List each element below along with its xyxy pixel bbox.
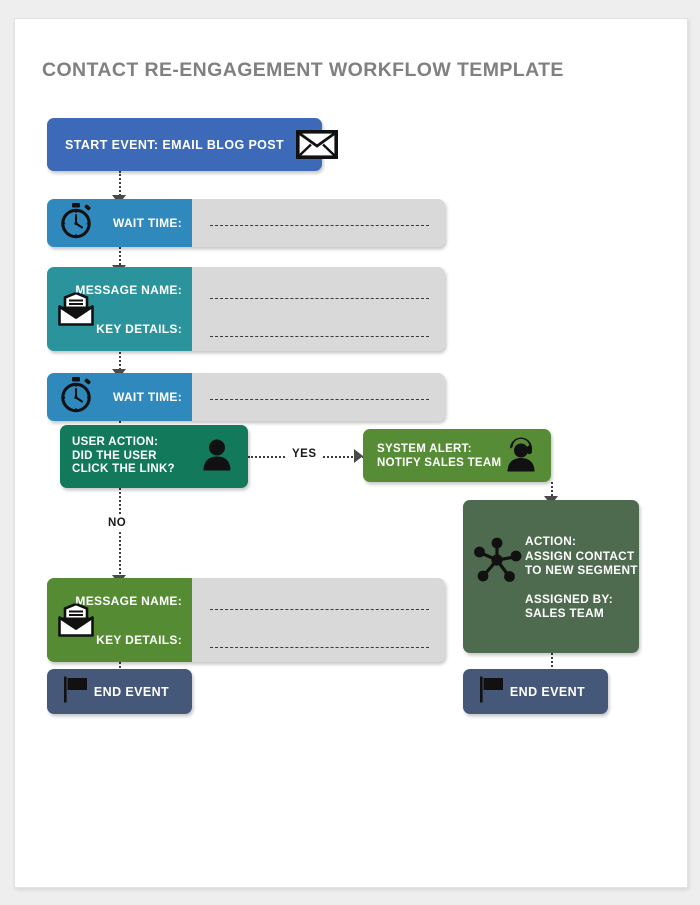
message-1-fields[interactable]	[192, 267, 445, 351]
wait-time-1-fill-line	[210, 225, 429, 226]
user-action-line-1: USER ACTION:	[72, 436, 159, 449]
person-icon	[202, 438, 232, 475]
stopwatch-icon	[59, 377, 93, 418]
system-alert-line-1: SYSTEM ALERT:	[377, 442, 472, 455]
system-alert-line-2: NOTIFY SALES TEAM	[377, 456, 502, 469]
open-envelope-icon	[58, 291, 94, 332]
arrow-useraction-to-systemalert	[354, 449, 363, 463]
start-event-label: START EVENT: EMAIL BLOG POST	[65, 137, 285, 152]
edge-label-no: NO	[103, 516, 132, 530]
node-wait-time-2[interactable]: WAIT TIME:	[47, 373, 445, 421]
node-end-event-right[interactable]: END EVENT	[463, 669, 608, 714]
connector-action-to-endright	[551, 653, 553, 679]
end-event-left-label: END EVENT	[93, 684, 170, 699]
wait-time-1-field[interactable]	[192, 199, 445, 247]
action-line-5: SALES TEAM	[525, 606, 605, 620]
user-action-line-2: DID THE USER	[72, 449, 157, 462]
message-2-name-line	[210, 609, 429, 610]
action-line-1: ACTION:	[525, 534, 577, 548]
connector-message1-to-wait2	[119, 349, 121, 377]
network-hub-icon	[472, 536, 522, 589]
stopwatch-icon	[59, 203, 93, 244]
wait-time-2-field[interactable]	[192, 373, 445, 421]
message-1-name-label: MESSAGE NAME:	[75, 282, 182, 297]
connector-wait1-to-message1	[119, 247, 121, 273]
flag-icon	[63, 675, 89, 708]
action-line-3: TO NEW SEGMENT	[525, 563, 638, 577]
message-2-details-label: KEY DETAILS:	[96, 632, 182, 647]
node-message-1[interactable]: MESSAGE NAME: KEY DETAILS:	[47, 267, 445, 351]
message-1-details-label: KEY DETAILS:	[96, 321, 182, 336]
flag-icon	[479, 675, 505, 708]
message-2-header: MESSAGE NAME: KEY DETAILS:	[47, 578, 192, 662]
open-envelope-icon	[58, 602, 94, 643]
envelope-icon	[296, 130, 339, 159]
connector-systemalert-to-action	[551, 482, 553, 508]
action-line-2: ASSIGN CONTACT	[525, 548, 635, 563]
message-1-header: MESSAGE NAME: KEY DETAILS:	[47, 267, 192, 351]
action-line-4: ASSIGNED BY:	[525, 591, 613, 606]
system-alert-text: SYSTEM ALERT: NOTIFY SALES TEAM	[377, 442, 501, 470]
workflow-page: CONTACT RE-ENGAGEMENT WORKFLOW TEMPLATE …	[14, 18, 688, 888]
user-action-line-3: CLICK THE LINK?	[72, 463, 175, 476]
wait-time-2-label: WAIT TIME:	[113, 390, 182, 404]
end-event-right-label: END EVENT	[509, 684, 586, 699]
node-message-2[interactable]: MESSAGE NAME: KEY DETAILS:	[47, 578, 445, 662]
message-1-details-line	[210, 336, 429, 337]
node-action[interactable]: ACTION: ASSIGN CONTACT TO NEW SEGMENT AS…	[463, 500, 639, 653]
workflow-canvas: CONTACT RE-ENGAGEMENT WORKFLOW TEMPLATE …	[15, 19, 687, 887]
message-2-name-label: MESSAGE NAME:	[75, 593, 182, 608]
message-2-fields[interactable]	[192, 578, 445, 662]
message-2-details-line	[210, 647, 429, 648]
wait-time-2-header: WAIT TIME:	[47, 373, 192, 421]
edge-label-yes: YES	[287, 447, 322, 461]
node-user-action[interactable]: USER ACTION: DID THE USER CLICK THE LINK…	[60, 425, 248, 488]
action-text: ACTION: ASSIGN CONTACT TO NEW SEGMENT AS…	[525, 534, 638, 621]
connector-start-to-wait1	[119, 171, 121, 199]
wait-time-2-fill-line	[210, 399, 429, 400]
node-system-alert[interactable]: SYSTEM ALERT: NOTIFY SALES TEAM	[363, 429, 551, 482]
connector-useraction-to-message2	[119, 488, 121, 586]
wait-time-1-label: WAIT TIME:	[113, 216, 182, 230]
wait-time-1-header: WAIT TIME:	[47, 199, 192, 247]
node-wait-time-1[interactable]: WAIT TIME:	[47, 199, 445, 247]
message-1-name-line	[210, 298, 429, 299]
node-end-event-left[interactable]: END EVENT	[47, 669, 192, 714]
page-title: CONTACT RE-ENGAGEMENT WORKFLOW TEMPLATE	[42, 59, 564, 81]
action-text-spacer	[525, 578, 638, 592]
headset-agent-icon	[505, 435, 537, 476]
user-action-text: USER ACTION: DID THE USER CLICK THE LINK…	[72, 436, 175, 477]
node-start-event[interactable]: START EVENT: EMAIL BLOG POST	[47, 118, 339, 171]
